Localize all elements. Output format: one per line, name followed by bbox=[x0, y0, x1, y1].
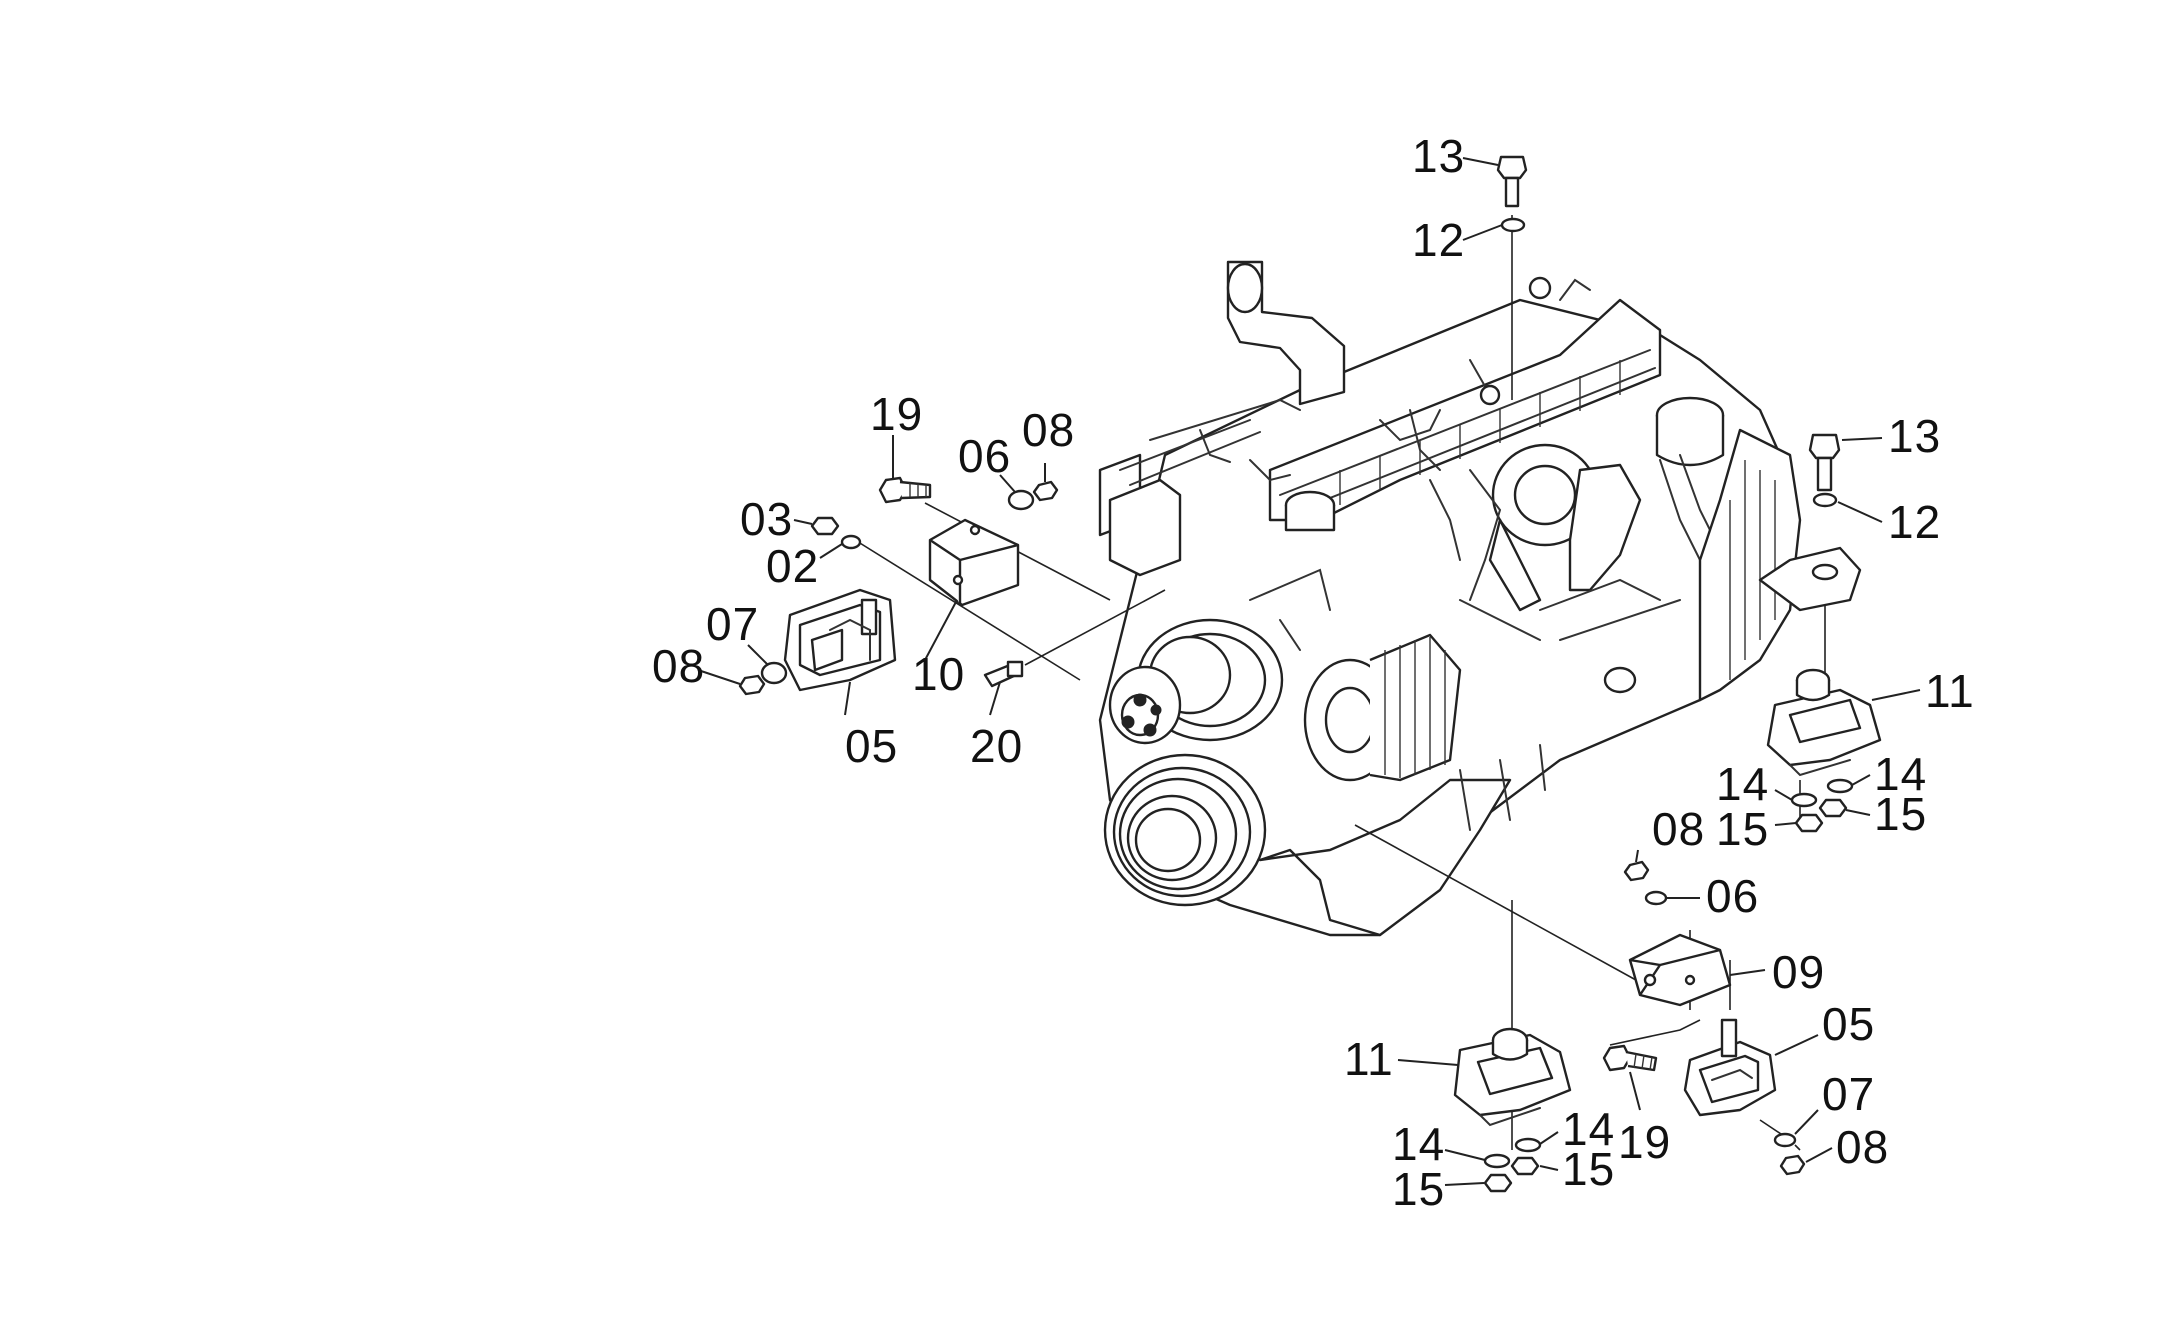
washer-07-left bbox=[760, 661, 788, 685]
callout-07-lower: 07 bbox=[1822, 1068, 1875, 1120]
callout-19-left: 19 bbox=[870, 388, 923, 440]
callout-05-lower: 05 bbox=[1822, 998, 1875, 1050]
nut-15-lower-b bbox=[1510, 1156, 1540, 1176]
nut-15-right-b bbox=[1818, 798, 1848, 818]
washer-14-lower-a bbox=[1483, 1153, 1511, 1169]
bolt-19-lower bbox=[1602, 1044, 1658, 1072]
rubber-mount-11-right bbox=[1766, 668, 1882, 777]
callout-09: 09 bbox=[1772, 946, 1825, 998]
callout-03: 03 bbox=[740, 493, 793, 545]
callout-15-lower-b: 15 bbox=[1562, 1143, 1615, 1195]
callout-labels: 13 12 13 12 19 06 08 03 02 07 08 10 05 2… bbox=[652, 130, 1975, 1215]
nut-15-lower-a bbox=[1483, 1173, 1513, 1193]
callout-11-lower: 11 bbox=[1344, 1033, 1394, 1085]
bracket-10 bbox=[928, 518, 1020, 607]
callout-14-right-a: 14 bbox=[1716, 758, 1769, 810]
bracket-09 bbox=[1628, 933, 1732, 1007]
engine-assembly bbox=[1098, 260, 1802, 937]
rubber-mount-11-lower bbox=[1453, 1027, 1572, 1127]
sensor-20 bbox=[983, 660, 1024, 688]
callout-14-lower-a: 14 bbox=[1392, 1118, 1445, 1170]
nut-08-top-left bbox=[1032, 480, 1059, 502]
callout-06-left: 06 bbox=[958, 430, 1011, 482]
callout-14-right-b: 14 bbox=[1874, 748, 1927, 800]
callout-08-lower: 08 bbox=[1652, 803, 1705, 855]
washer-12-top bbox=[1500, 217, 1526, 233]
nut-03 bbox=[810, 516, 840, 536]
callout-14-lower-b: 14 bbox=[1562, 1103, 1615, 1155]
callout-15-right-a: 15 bbox=[1716, 803, 1769, 855]
callout-08-left: 08 bbox=[652, 640, 705, 692]
leader-lines bbox=[697, 157, 1921, 1186]
callout-19-lower: 19 bbox=[1618, 1116, 1671, 1168]
bolt-19-left bbox=[878, 476, 932, 504]
callout-08-bottom: 08 bbox=[1836, 1121, 1889, 1173]
washer-14-right-a bbox=[1790, 792, 1818, 808]
washer-14-lower-b bbox=[1514, 1137, 1542, 1153]
washer-06-left bbox=[1007, 489, 1035, 511]
callout-15-lower-a: 15 bbox=[1392, 1163, 1445, 1215]
nut-08-lower bbox=[1623, 860, 1650, 882]
callout-11-right: 11 bbox=[1925, 665, 1975, 717]
rubber-mount-05-lower bbox=[1683, 1018, 1777, 1117]
callout-13-top: 13 bbox=[1412, 130, 1465, 182]
washer-06-lower bbox=[1644, 890, 1668, 906]
bolt-13-top bbox=[1496, 155, 1528, 208]
nut-08-bottom bbox=[1779, 1154, 1806, 1176]
washer-12-right bbox=[1812, 492, 1838, 508]
callout-05-left: 05 bbox=[845, 720, 898, 772]
nut-08-left bbox=[738, 674, 766, 696]
washer-07-lower bbox=[1773, 1132, 1797, 1148]
washer-14-right-b bbox=[1826, 778, 1854, 794]
mount-parts bbox=[738, 155, 1882, 1193]
rubber-mount-05-left bbox=[783, 588, 897, 692]
callout-12-top: 12 bbox=[1412, 214, 1465, 266]
callout-20: 20 bbox=[970, 720, 1023, 772]
callout-06-lower: 06 bbox=[1706, 870, 1759, 922]
callout-13-right: 13 bbox=[1888, 410, 1941, 462]
rear-mount-bracket bbox=[1758, 546, 1862, 612]
callout-07-left: 07 bbox=[706, 598, 759, 650]
callout-12-right: 12 bbox=[1888, 496, 1941, 548]
callout-02: 02 bbox=[766, 540, 819, 592]
callout-08-top-left: 08 bbox=[1022, 404, 1075, 456]
callout-15-right-b: 15 bbox=[1874, 788, 1927, 840]
nut-15-right-a bbox=[1794, 813, 1824, 833]
bolt-13-right bbox=[1808, 433, 1841, 492]
washer-02 bbox=[840, 534, 862, 550]
callout-10: 10 bbox=[912, 648, 965, 700]
